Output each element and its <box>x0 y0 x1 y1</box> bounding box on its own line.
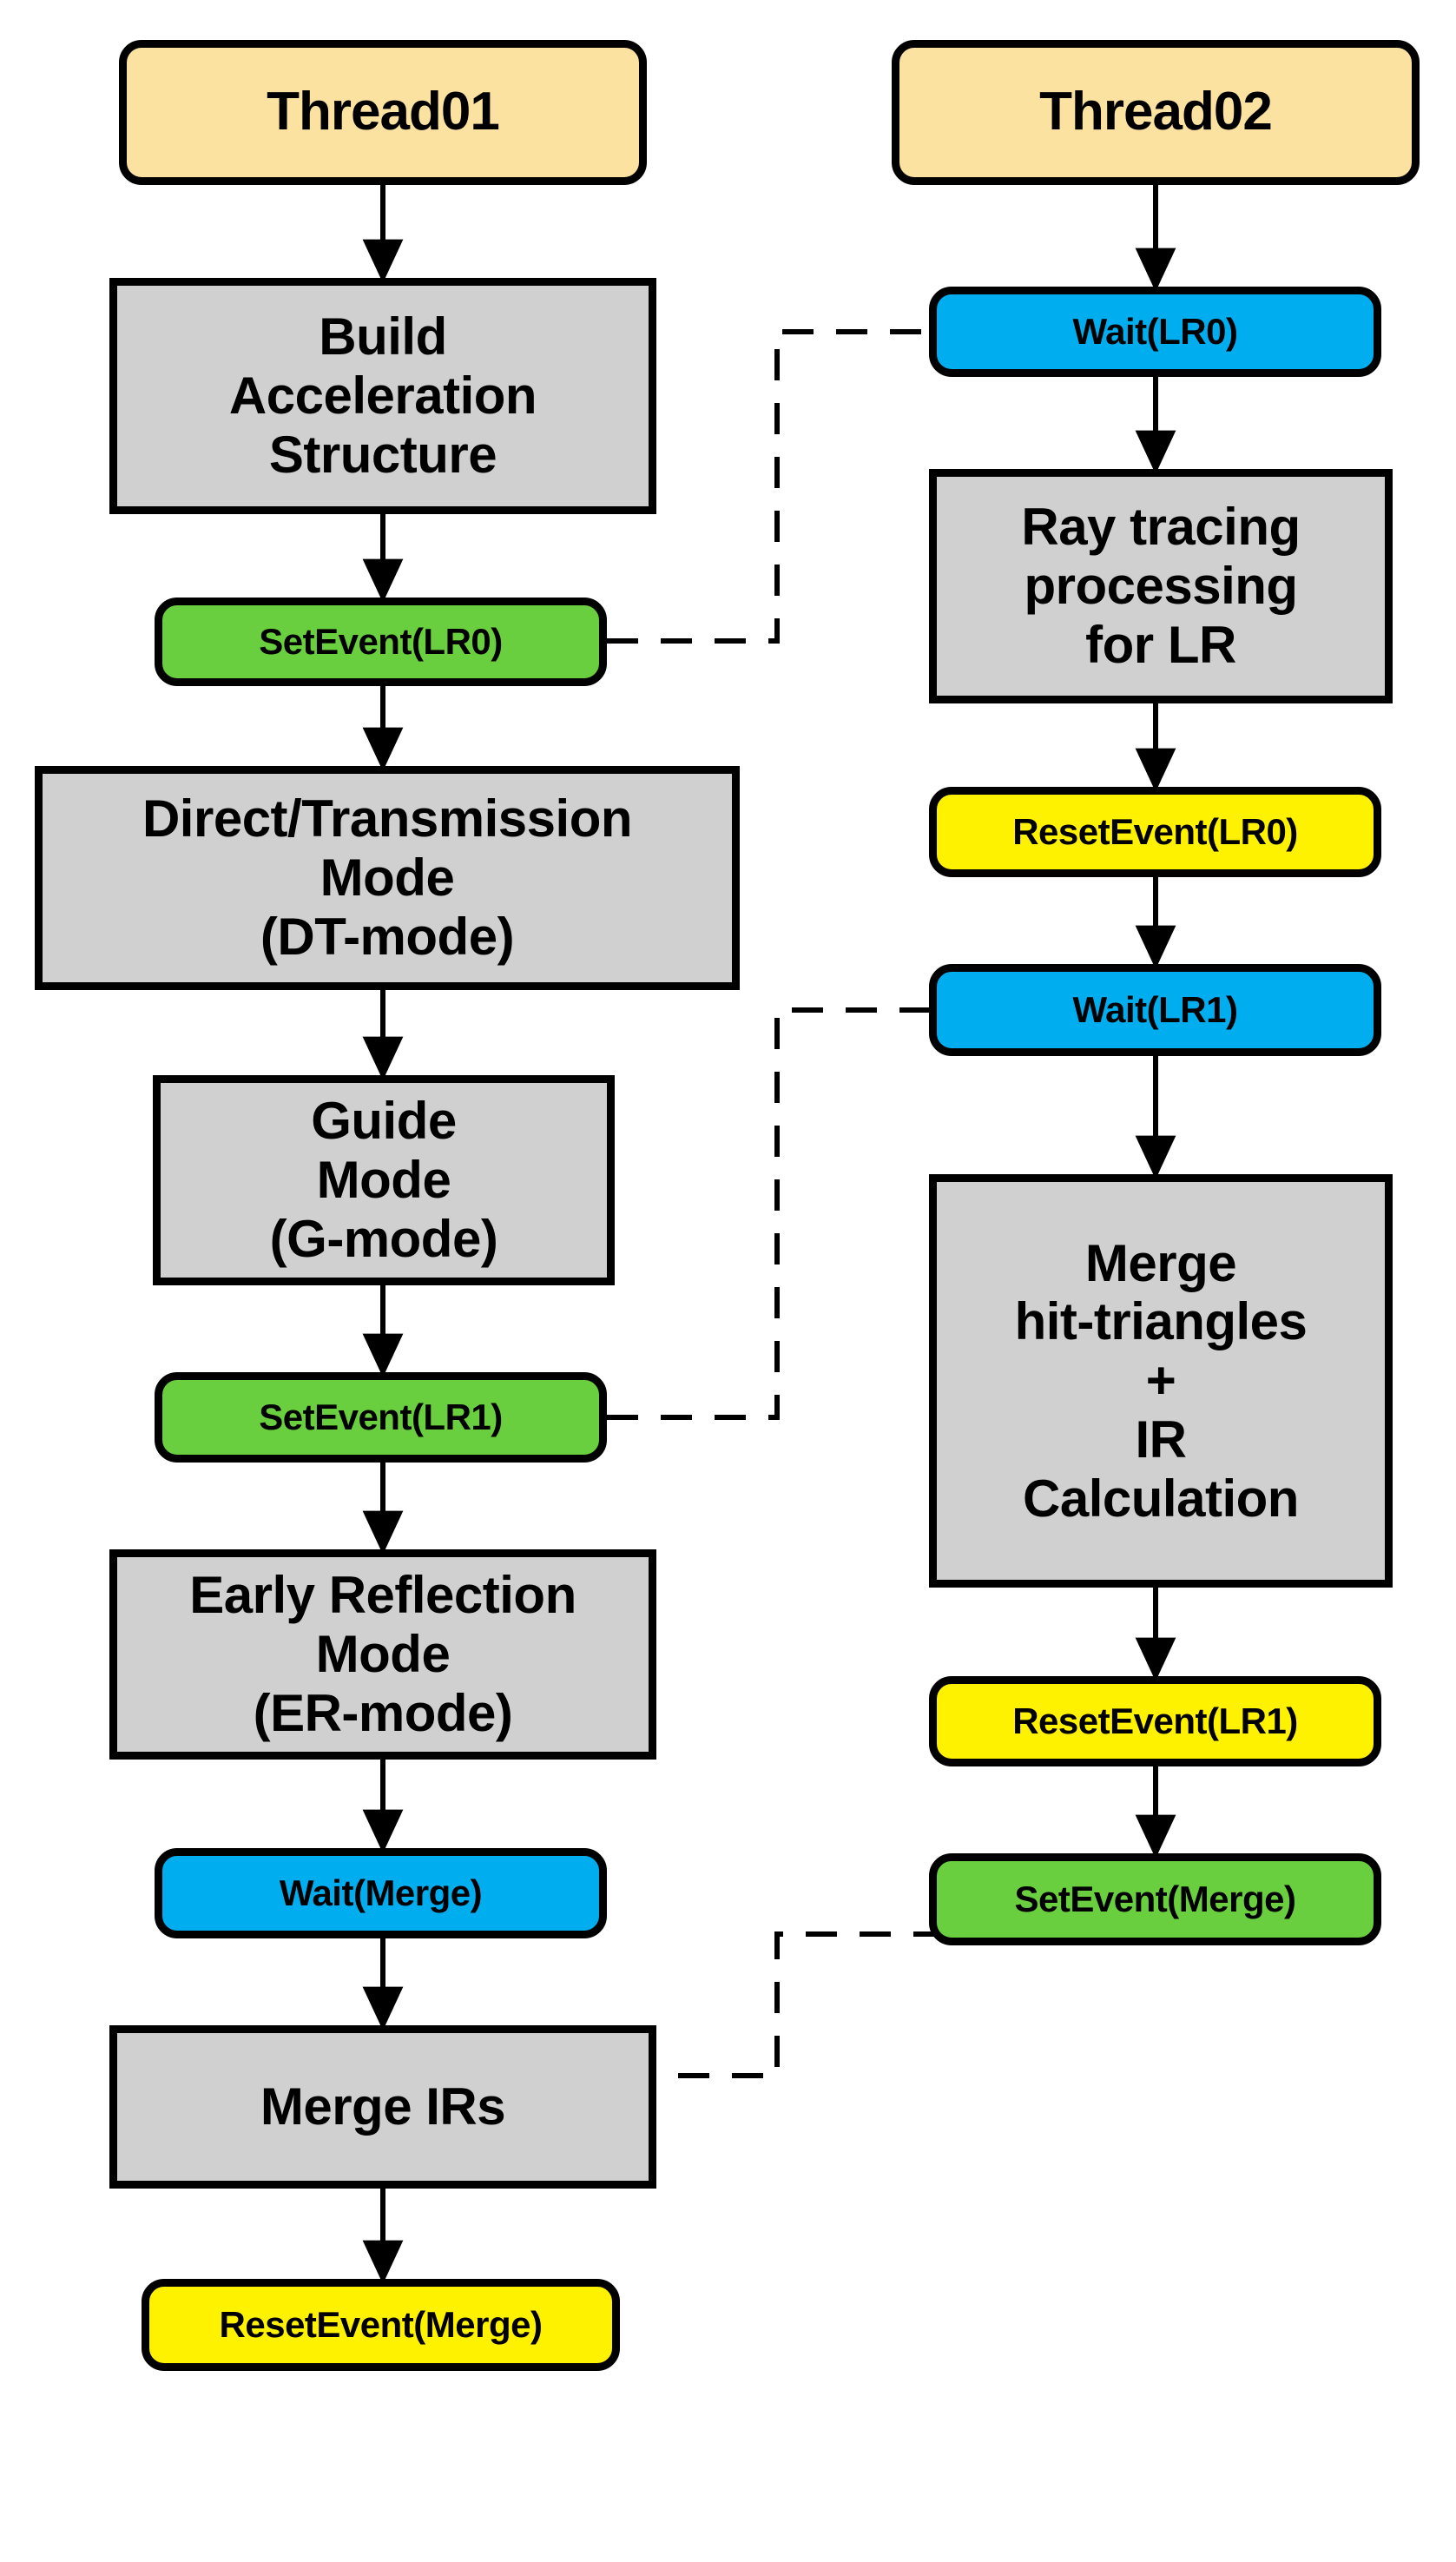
node-early-reflection-mode[interactable]: Early Reflection Mode (ER-mode) <box>109 1549 656 1760</box>
node-thread01-header[interactable]: Thread01 <box>119 40 647 185</box>
node-wait-merge[interactable]: Wait(Merge) <box>155 1848 607 1938</box>
node-resetevent-lr1[interactable]: ResetEvent(LR1) <box>929 1676 1381 1766</box>
node-merge-irs[interactable]: Merge IRs <box>109 2025 656 2189</box>
node-wait-lr1[interactable]: Wait(LR1) <box>929 964 1381 1056</box>
node-ray-tracing-processing-for-lr[interactable]: Ray tracing processing for LR <box>929 469 1393 703</box>
node-direct-transmission-mode[interactable]: Direct/Transmission Mode (DT-mode) <box>35 766 740 990</box>
node-guide-mode[interactable]: Guide Mode (G-mode) <box>153 1075 615 1285</box>
node-setevent-lr1[interactable]: SetEvent(LR1) <box>155 1372 607 1463</box>
node-resetevent-lr0[interactable]: ResetEvent(LR0) <box>929 787 1381 877</box>
node-resetevent-merge[interactable]: ResetEvent(Merge) <box>142 2279 620 2371</box>
node-build-acceleration-structure[interactable]: Build Acceleration Structure <box>109 278 656 514</box>
edge-sync-set-merge-to-wait-merge <box>602 1931 998 2096</box>
node-wait-lr0[interactable]: Wait(LR0) <box>929 287 1381 377</box>
node-setevent-merge[interactable]: SetEvent(Merge) <box>929 1853 1381 1945</box>
node-thread02-header[interactable]: Thread02 <box>892 40 1420 185</box>
node-setevent-lr0[interactable]: SetEvent(LR0) <box>155 598 607 686</box>
node-merge-hit-triangles-ir-calculation[interactable]: Merge hit-triangles + IR Calculation <box>929 1174 1393 1588</box>
